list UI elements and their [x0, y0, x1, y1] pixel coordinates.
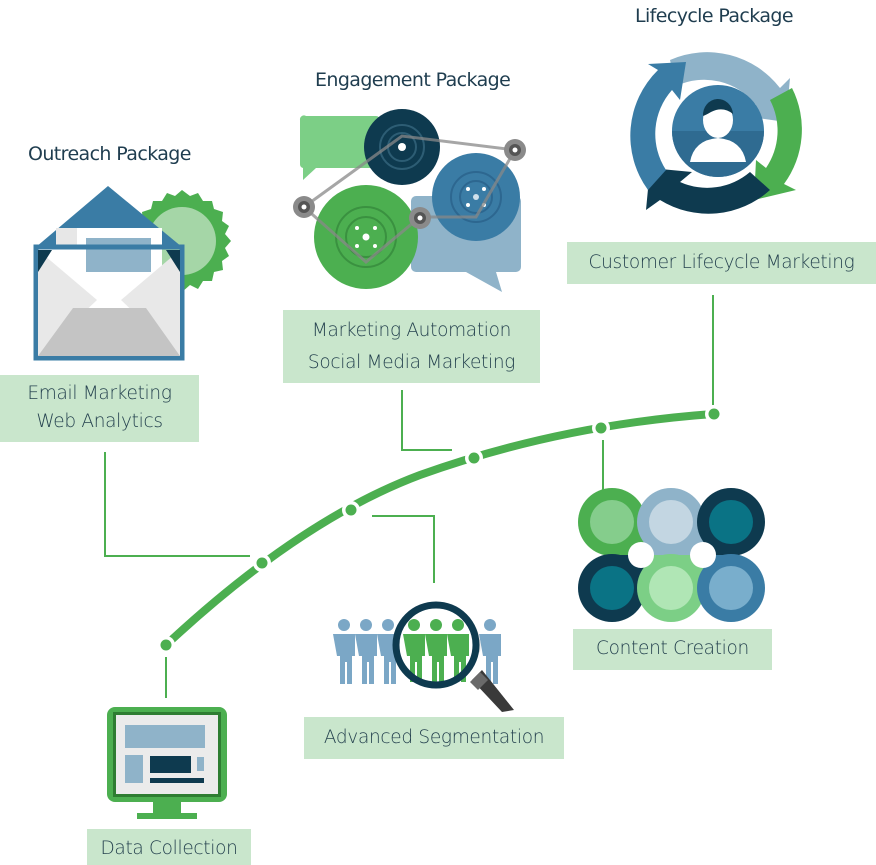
- envelope-left-flap: [38, 250, 97, 356]
- envelope-bottom: [38, 308, 180, 356]
- envelope-right-flap: [121, 250, 180, 356]
- arrow-blue: [630, 62, 686, 190]
- lifecycle-package-title: Lifecycle Package: [635, 5, 794, 27]
- letter-corner: [56, 228, 77, 245]
- lifecycle-services-label: Customer Lifecycle Marketing: [567, 242, 876, 284]
- magnifier-people-icon: [333, 601, 514, 712]
- pulleys: [293, 139, 526, 229]
- outreach-services-label: Email Marketing Web Analytics: [0, 375, 199, 442]
- monitor-base: [137, 813, 197, 819]
- timeline-node: [342, 501, 360, 519]
- connector-lines: [104, 295, 714, 698]
- timeline-node: [592, 419, 610, 437]
- outreach-package-title: Outreach Package: [28, 143, 191, 165]
- service-email-marketing: Email Marketing: [27, 383, 172, 404]
- engagement-services-label: Marketing Automation Social Media Market…: [283, 310, 540, 383]
- service-social-media-marketing: Social Media Marketing: [307, 352, 516, 373]
- timeline-node: [465, 449, 483, 467]
- envelope-body-border: [33, 244, 185, 361]
- timeline-node: [253, 554, 271, 572]
- belt: [303, 134, 518, 264]
- service-marketing-automation: Marketing Automation: [311, 320, 512, 341]
- letter-image: [86, 238, 151, 272]
- data-collection-text: Data Collection: [100, 838, 238, 859]
- lifecycle-user-icon: [630, 52, 802, 214]
- gap-right: [690, 542, 716, 568]
- envelope-corner-left: [38, 250, 52, 272]
- content-creation-label: Content Creation: [573, 629, 772, 670]
- gap-left: [628, 542, 654, 568]
- arrow-navy: [646, 168, 770, 214]
- connector-outreach: [104, 452, 250, 557]
- engagement-package-title: Engagement Package: [315, 69, 511, 91]
- envelope-icon: [33, 186, 231, 361]
- magnifier-ring: [392, 601, 480, 689]
- advanced-segmentation-text: Advanced Segmentation: [323, 727, 545, 748]
- user-shoulders: [690, 138, 746, 162]
- advanced-segmentation-label: Advanced Segmentation: [304, 717, 564, 759]
- user-hair: [702, 98, 733, 116]
- service-web-analytics: Web Analytics: [36, 411, 163, 432]
- monitor-icon: [107, 707, 227, 819]
- arrow-green: [754, 88, 802, 200]
- monitor-neck: [153, 802, 181, 814]
- gears-chat-icon: [293, 109, 526, 292]
- connector-segmentation: [372, 515, 435, 583]
- content-creation-text: Content Creation: [596, 638, 749, 659]
- connector-engagement: [401, 390, 452, 451]
- data-collection-label: Data Collection: [87, 829, 251, 865]
- timeline-curve: [162, 410, 717, 649]
- envelope-corner-right: [166, 250, 180, 272]
- timeline-node: [705, 405, 723, 423]
- connected-circles-icon: [578, 488, 765, 622]
- chat-bubble-green: [299, 115, 380, 180]
- timeline-nodes: [157, 405, 723, 654]
- service-customer-lifecycle-marketing: Customer Lifecycle Marketing: [588, 252, 855, 273]
- badge-inner: [148, 207, 216, 275]
- timeline-node: [157, 636, 175, 654]
- arrow-light-blue: [670, 52, 790, 122]
